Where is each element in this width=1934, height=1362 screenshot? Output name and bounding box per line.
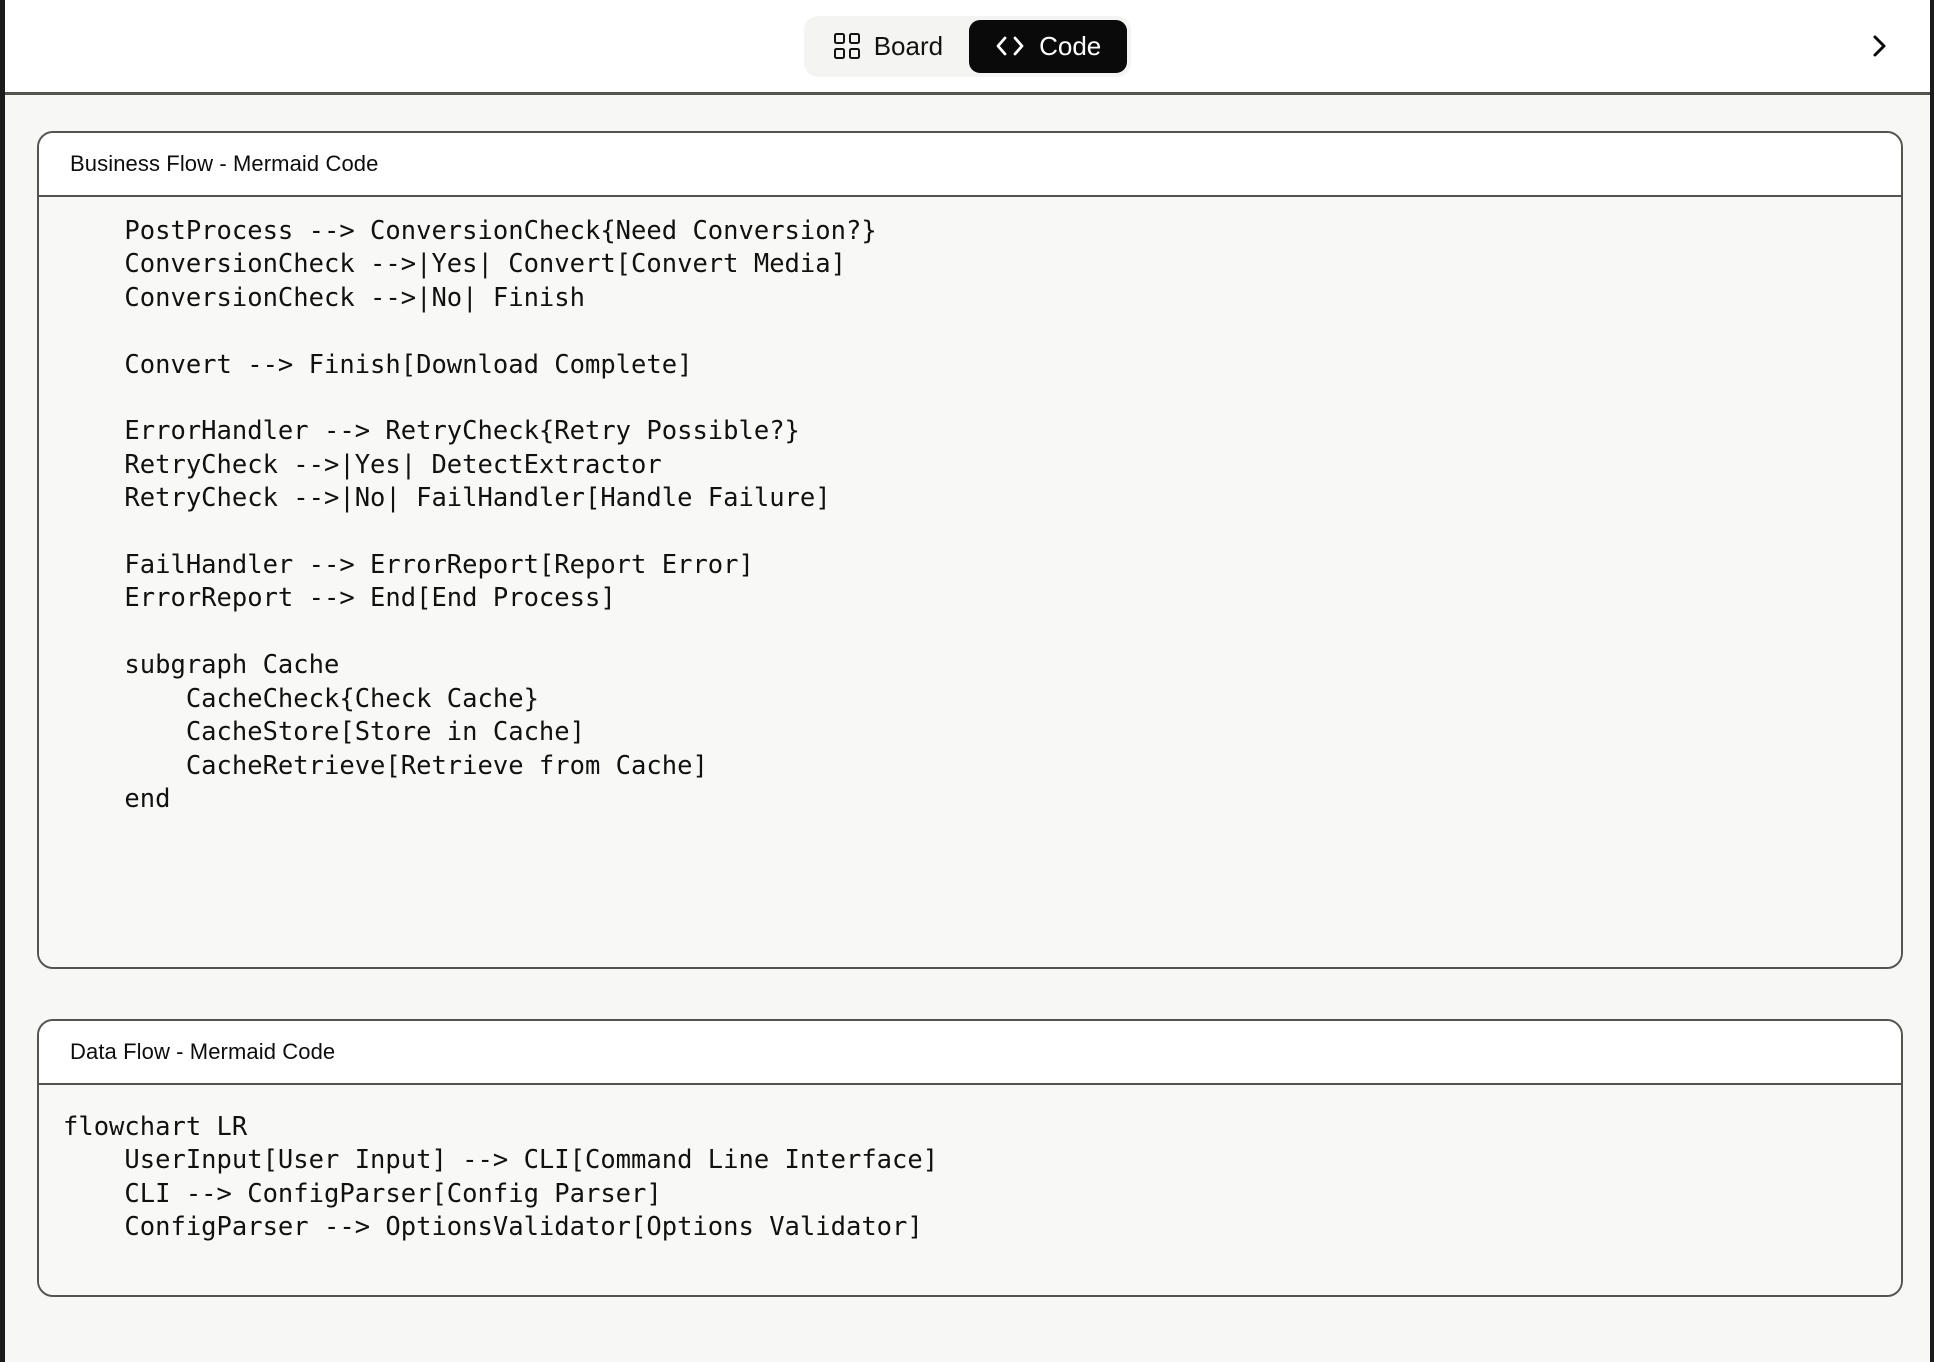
card-data-flow-title: Data Flow - Mermaid Code bbox=[70, 1039, 336, 1064]
code-brackets-icon bbox=[995, 35, 1025, 57]
view-mode-toggle: Board Code bbox=[803, 15, 1132, 77]
card-business-flow-title: Business Flow - Mermaid Code bbox=[70, 151, 379, 176]
app-header: Board Code bbox=[5, 0, 1930, 95]
chevron-right-icon[interactable] bbox=[1862, 29, 1896, 63]
mermaid-code-business-flow[interactable]: PostProcess --> ConversionCheck{Need Con… bbox=[124, 216, 877, 814]
view-toggle-board-label: Board bbox=[873, 30, 944, 61]
card-business-flow-header: Business Flow - Mermaid Code bbox=[39, 133, 1901, 197]
card-data-flow: Data Flow - Mermaid Code flowchart LR Us… bbox=[37, 1019, 1903, 1297]
view-toggle-board[interactable]: Board bbox=[808, 20, 969, 73]
code-panel[interactable]: Business Flow - Mermaid Code PostProcess… bbox=[5, 95, 1930, 1359]
mermaid-code-data-flow[interactable]: flowchart LR UserInput[User Input] --> C… bbox=[63, 1112, 939, 1243]
card-business-flow: Business Flow - Mermaid Code PostProcess… bbox=[37, 131, 1903, 969]
view-toggle-code-label: Code bbox=[1039, 30, 1102, 61]
view-toggle-code[interactable]: Code bbox=[969, 19, 1128, 73]
grid-icon bbox=[833, 33, 860, 59]
card-data-flow-header: Data Flow - Mermaid Code bbox=[39, 1021, 1901, 1085]
card-data-flow-body: flowchart LR UserInput[User Input] --> C… bbox=[39, 1085, 1901, 1295]
card-business-flow-body: PostProcess --> ConversionCheck{Need Con… bbox=[39, 197, 1901, 967]
